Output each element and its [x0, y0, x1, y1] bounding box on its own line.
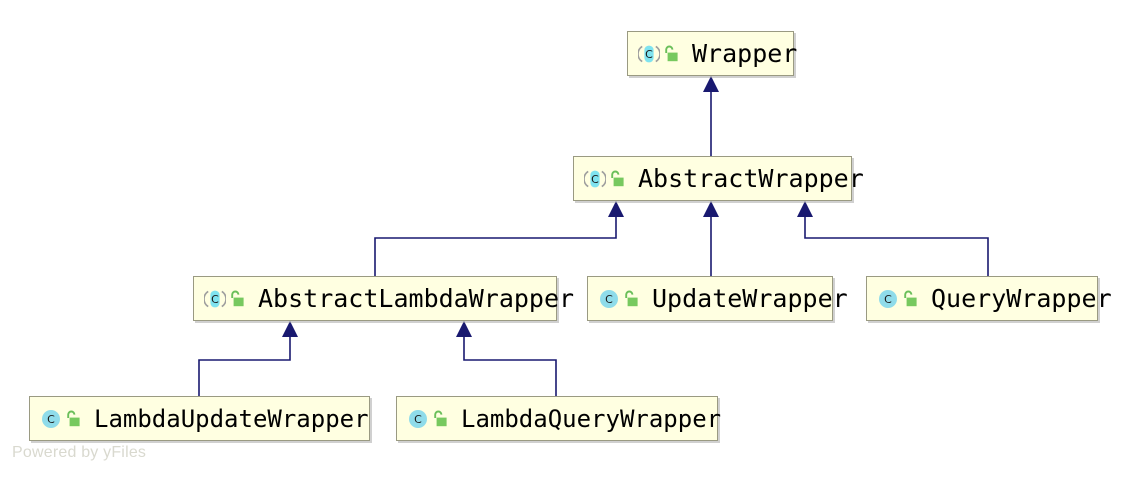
svg-text:C: C: [414, 413, 422, 426]
svg-text:C: C: [211, 293, 219, 306]
svg-text:C: C: [605, 293, 613, 306]
open-padlock-icon: [904, 290, 917, 306]
open-padlock-icon: [231, 290, 244, 306]
class-name-label: UpdateWrapper: [652, 284, 848, 313]
class-node-update-wrapper[interactable]: C UpdateWrapper: [587, 276, 848, 321]
node-icon-group: C: [877, 288, 918, 310]
open-padlock-icon: [625, 290, 638, 306]
node-icon-group: C: [40, 408, 81, 430]
class-node-lambda-update-wrapper[interactable]: C LambdaUpdateWrapper: [29, 396, 370, 441]
class-node-query-wrapper[interactable]: C QueryWrapper: [866, 276, 1112, 321]
open-padlock-icon: [434, 410, 447, 426]
node-icon-group: C: [584, 168, 625, 190]
class-name-label: AbstractWrapper: [638, 164, 864, 193]
node-icon-group: C: [407, 408, 448, 430]
class-node-wrapper[interactable]: C Wrapper: [627, 31, 798, 76]
svg-text:C: C: [645, 48, 653, 61]
class-name-label: LambdaUpdateWrapper: [94, 404, 369, 433]
open-padlock-icon: [611, 170, 624, 186]
yfiles-watermark: Powered by yFiles: [12, 444, 147, 461]
class-node-lambda-query-wrapper[interactable]: C LambdaQueryWrapper: [396, 396, 722, 441]
class-icon: C: [600, 289, 618, 308]
class-icon: C: [879, 289, 897, 308]
class-name-label: AbstractLambdaWrapper: [258, 284, 575, 313]
class-name-label: LambdaQueryWrapper: [461, 404, 722, 433]
node-icon-group: C: [204, 288, 245, 310]
class-node-abstract-lambda-wrapper[interactable]: C AbstractLambdaWrapper: [193, 276, 574, 321]
abstract-class-icon: C: [584, 170, 606, 187]
abstract-class-icon: C: [638, 45, 660, 62]
edge-update-wrapper-to-abstract-wrapper: [703, 201, 719, 276]
node-icon-group: C: [638, 43, 679, 65]
class-name-label: QueryWrapper: [931, 284, 1112, 313]
svg-text:C: C: [884, 293, 892, 306]
class-icon: C: [42, 409, 60, 428]
open-padlock-icon: [665, 45, 678, 61]
svg-text:C: C: [591, 173, 599, 186]
edge-lambda-update-wrapper-to-abstract-lambda-wrapper: [198, 321, 298, 396]
edge-abstract-lambda-wrapper-to-abstract-wrapper: [374, 201, 624, 276]
class-name-label: Wrapper: [692, 39, 798, 68]
class-icon: C: [409, 409, 427, 428]
edge-query-wrapper-to-abstract-wrapper: [797, 201, 989, 276]
class-node-abstract-wrapper[interactable]: C AbstractWrapper: [573, 156, 864, 201]
edge-abstract-wrapper-to-wrapper: [703, 76, 719, 156]
edge-lambda-query-wrapper-to-abstract-lambda-wrapper: [456, 321, 557, 396]
node-icon-group: C: [598, 288, 639, 310]
svg-text:C: C: [47, 413, 55, 426]
abstract-class-icon: C: [204, 290, 226, 307]
open-padlock-icon: [67, 410, 80, 426]
